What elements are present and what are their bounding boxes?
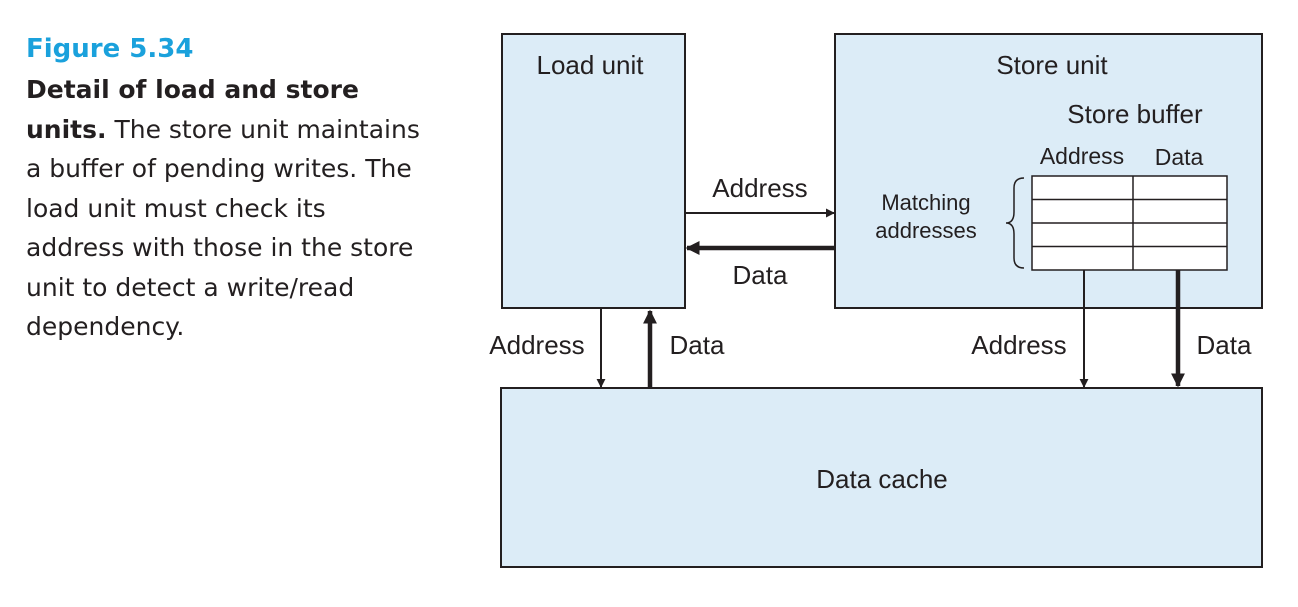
store-buffer-table xyxy=(1031,175,1228,271)
buffer-data-column-header: Data xyxy=(1155,144,1204,170)
store-to-cache-data-label: Data xyxy=(1197,330,1252,360)
buffer-address-column-header: Address xyxy=(1040,143,1124,169)
matching-addresses-line2: addresses xyxy=(875,218,977,243)
load-to-cache-address-label: Address xyxy=(489,330,584,360)
matching-addresses-line1: Matching xyxy=(881,190,970,215)
store-buffer-label: Store buffer xyxy=(1067,99,1203,129)
cache-to-load-data-label: Data xyxy=(670,330,725,360)
figure-label: Figure 5.34 xyxy=(26,34,194,64)
store-unit-label: Store unit xyxy=(996,50,1108,80)
data-cache-box xyxy=(500,387,1263,568)
caption-text: Detail of load and store units. The stor… xyxy=(26,70,426,347)
caption-body: The store unit maintains a buffer of pen… xyxy=(26,114,420,342)
store-to-load-data-label: Data xyxy=(733,260,788,290)
store-to-cache-address-label: Address xyxy=(971,330,1066,360)
caption-title: Detail of load and store units. xyxy=(26,75,359,144)
load-unit-label: Load unit xyxy=(537,50,645,80)
figure-caption: Figure 5.34 Detail of load and store uni… xyxy=(26,32,426,347)
matching-brace xyxy=(1005,177,1025,269)
load-unit-box xyxy=(501,33,686,309)
data-cache-label: Data cache xyxy=(816,464,948,494)
load-to-store-address-label: Address xyxy=(712,173,807,203)
